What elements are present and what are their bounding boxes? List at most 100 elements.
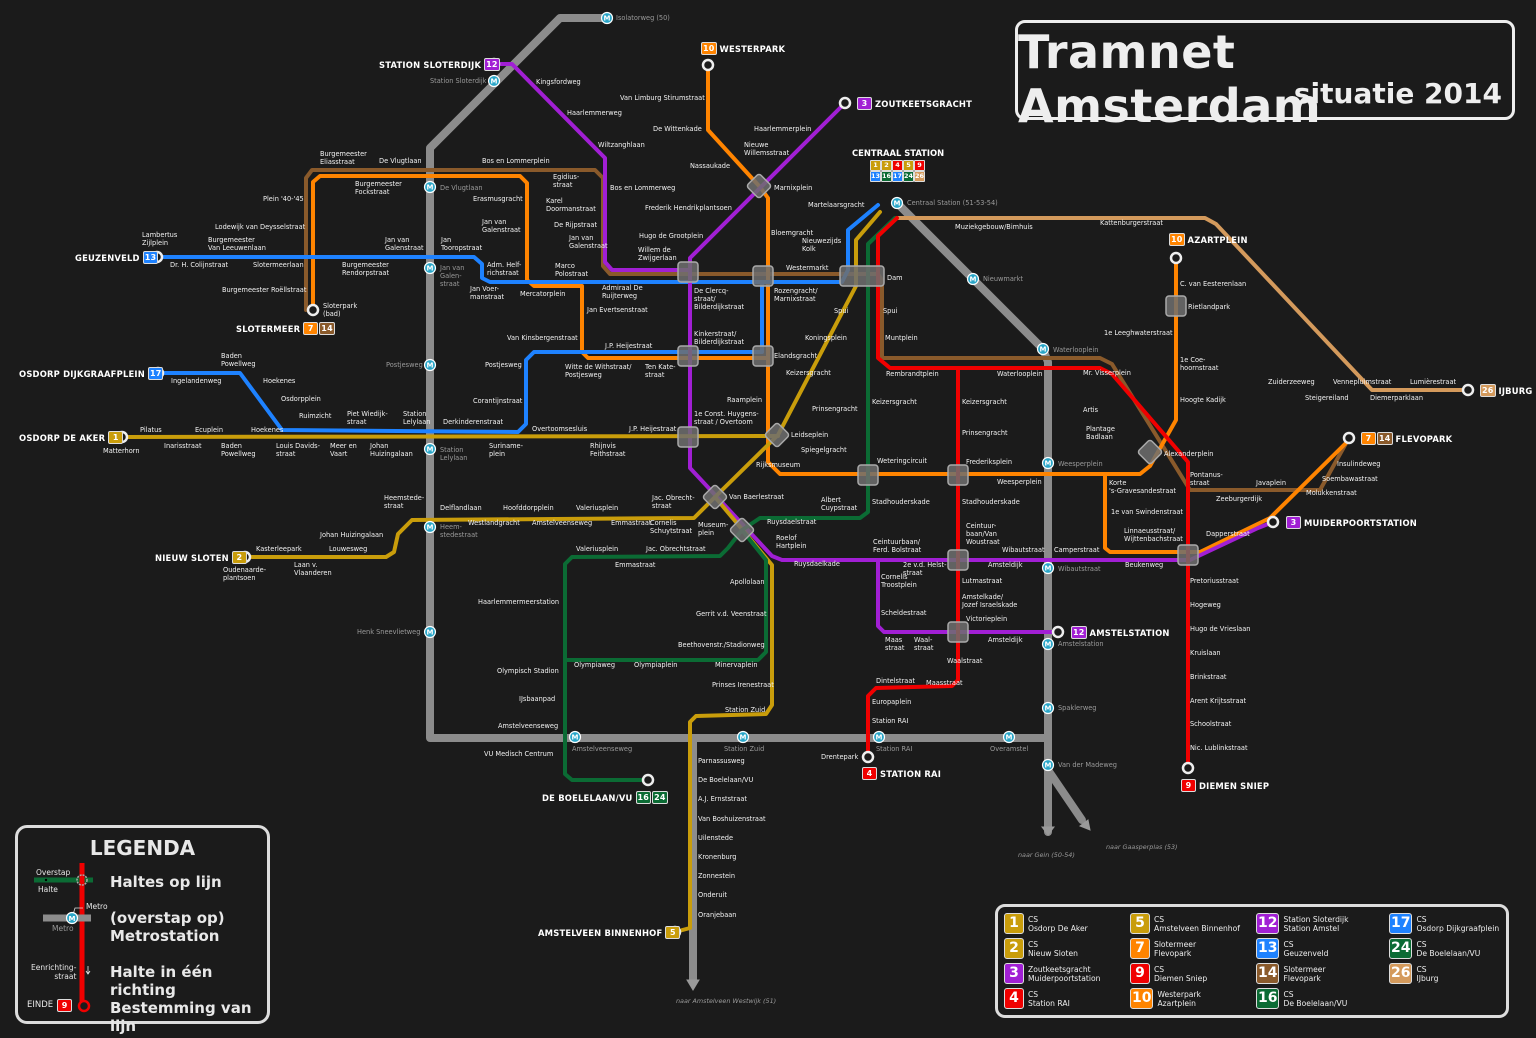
station-label[interactable]: Drentepark — [821, 753, 859, 761]
metro-m-icon[interactable]: M — [872, 730, 886, 744]
station-label[interactable]: Scheldestraat — [881, 609, 927, 617]
station-label[interactable]: Leidseplein — [791, 431, 829, 439]
station-label[interactable]: Olympiaplein — [634, 661, 678, 669]
station-label[interactable]: Olympiaweg — [574, 661, 616, 669]
station-label[interactable]: Kruislaan — [1190, 649, 1221, 657]
station-label[interactable]: Karel Doormanstraat — [546, 197, 596, 213]
station-label[interactable]: Derkinderenstraat — [443, 418, 504, 426]
station-label[interactable]: Johan Huizingalaan — [370, 442, 413, 458]
metro-station-label[interactable]: Nieuwmarkt — [983, 275, 1023, 283]
station-label[interactable]: Oudenaarde- plantsoen — [223, 566, 267, 582]
metro-m-icon[interactable]: M — [1002, 730, 1016, 744]
station-label[interactable]: Europaplein — [872, 698, 912, 706]
station-label[interactable]: Van Kinsbergenstraat — [507, 334, 578, 342]
station-label[interactable]: Molukkenstraat — [1306, 489, 1357, 497]
station-label[interactable]: 1e Leeghwaterstraat — [1104, 329, 1173, 337]
station-label[interactable]: Burgemeester Fockstraat — [355, 180, 402, 196]
station-label[interactable]: Adm. Helf- richstraat — [487, 261, 522, 277]
metro-station-label[interactable]: Weesperplein — [1058, 460, 1103, 468]
station-label[interactable]: J.P. Heijestraat — [629, 425, 677, 433]
metro-station-label[interactable]: Henk Sneevlietweg — [357, 628, 421, 636]
station-label[interactable]: Westermarkt — [786, 264, 829, 272]
station-label[interactable]: Frederiksplein — [966, 458, 1013, 466]
station-label[interactable]: Heemstede- straat — [384, 494, 425, 510]
station-label[interactable]: Beethovenstr./Stadionweg — [678, 641, 765, 649]
station-label[interactable]: Emmastraat — [611, 519, 652, 527]
station-label[interactable]: Nieuwe Willemsstraat — [744, 141, 790, 157]
station-label[interactable]: Plantage Badlaan — [1086, 425, 1115, 441]
station-label[interactable]: Rozengracht/ Marnixstraat — [774, 287, 818, 303]
station-label[interactable]: Haarlemmerweg — [567, 109, 622, 117]
station-label[interactable]: Weteringcircuit — [877, 457, 927, 465]
station-label[interactable]: Hoekenes — [251, 426, 284, 434]
metro-station-label[interactable]: Amstelstation — [1058, 640, 1104, 648]
metro-m-icon[interactable]: M — [423, 261, 437, 275]
station-label[interactable]: Wibautstraat — [1002, 546, 1045, 554]
station-label[interactable]: Spiegelgracht — [801, 446, 847, 454]
station-label[interactable]: Lumièrestraat — [1410, 378, 1457, 386]
station-label[interactable]: Haarlemmermeerstation — [478, 598, 560, 606]
station-label[interactable]: Minervaplein — [715, 661, 758, 669]
station-label[interactable]: J.P. Heijestraat — [605, 342, 653, 350]
station-label[interactable]: IJsbaanpad — [519, 695, 556, 703]
station-label[interactable]: Willem de Zwijgerlaan — [638, 246, 677, 262]
station-label[interactable]: Station Zuid — [725, 706, 766, 714]
station-label[interactable]: Dapperstraat — [1206, 530, 1250, 538]
station-label[interactable]: Steigereiland — [1305, 394, 1349, 402]
station-label[interactable]: Albert Cuypstraat — [821, 496, 858, 512]
station-label[interactable]: Frederik Hendrikplantsoen — [645, 204, 732, 212]
station-label[interactable]: Hugo de Grootplein — [639, 232, 704, 240]
metro-m-icon[interactable]: M — [1041, 758, 1055, 772]
station-label[interactable]: Olympisch Stadion — [497, 667, 559, 675]
station-label[interactable]: Baden Powellweg — [221, 442, 256, 458]
station-label[interactable]: Gerrit v.d. Veenstraat — [696, 610, 767, 618]
station-label[interactable]: Ingelandenweg — [171, 377, 222, 385]
station-label[interactable]: Piet Wiedijk- straat — [347, 410, 388, 426]
station-label[interactable]: Rijksmuseum — [756, 461, 801, 469]
metro-station-label[interactable]: Isolatorweg (50) — [616, 14, 670, 22]
station-label[interactable]: Marnixplein — [774, 184, 813, 192]
station-label[interactable]: Matterhorn — [103, 447, 140, 455]
station-label[interactable]: De Vlugtlaan — [379, 157, 422, 165]
station-label[interactable]: Keizersgracht — [872, 398, 917, 406]
station-label[interactable]: Museum- plein — [698, 521, 729, 537]
station-label[interactable]: Marco Polostraat — [555, 262, 589, 278]
station-label[interactable]: Nassaukade — [690, 162, 731, 170]
station-label[interactable]: Martelaarsgracht — [808, 201, 865, 209]
station-label[interactable]: Spui — [883, 307, 898, 315]
metro-m-icon[interactable]: M — [423, 180, 437, 194]
station-label[interactable]: Jac. Obrechtstraat — [646, 545, 706, 553]
station-label[interactable]: Raamplein — [727, 396, 763, 404]
metro-m-icon[interactable]: M — [487, 74, 501, 88]
station-label[interactable]: Prinses Irenestraat — [712, 681, 774, 689]
station-label[interactable]: Keizersgracht — [786, 369, 831, 377]
metro-station-label[interactable]: Overamstel — [990, 745, 1029, 753]
station-label[interactable]: Rembrandtplein — [886, 370, 939, 378]
station-label[interactable]: Javaplein — [1256, 479, 1287, 487]
station-label[interactable]: Delflandlaan — [440, 504, 482, 512]
station-label[interactable]: Waal- straat — [914, 636, 934, 652]
station-label[interactable]: Hugo de Vrieslaan — [1190, 625, 1251, 633]
station-label[interactable]: Spui — [834, 307, 849, 315]
station-label[interactable]: Amstelveenseweg — [532, 519, 593, 527]
metro-station-label[interactable]: Station Zuid — [724, 745, 765, 753]
metro-m-icon[interactable]: M — [736, 730, 750, 744]
metro-m-icon[interactable]: M — [423, 358, 437, 372]
station-label[interactable]: Witte de Withstraat/ Postjesweg — [565, 363, 632, 379]
station-label[interactable]: Amsteldijk — [988, 561, 1023, 569]
station-label[interactable]: Burgemeester Van Leeuwenlaan — [208, 236, 266, 252]
station-label[interactable]: Alexanderplein — [1164, 450, 1214, 458]
station-label[interactable]: Ecuplein — [195, 426, 224, 434]
metro-m-icon[interactable]: M — [1041, 561, 1055, 575]
metro-m-icon[interactable]: M — [1041, 637, 1055, 651]
station-label[interactable]: Amsteldijk — [988, 636, 1023, 644]
